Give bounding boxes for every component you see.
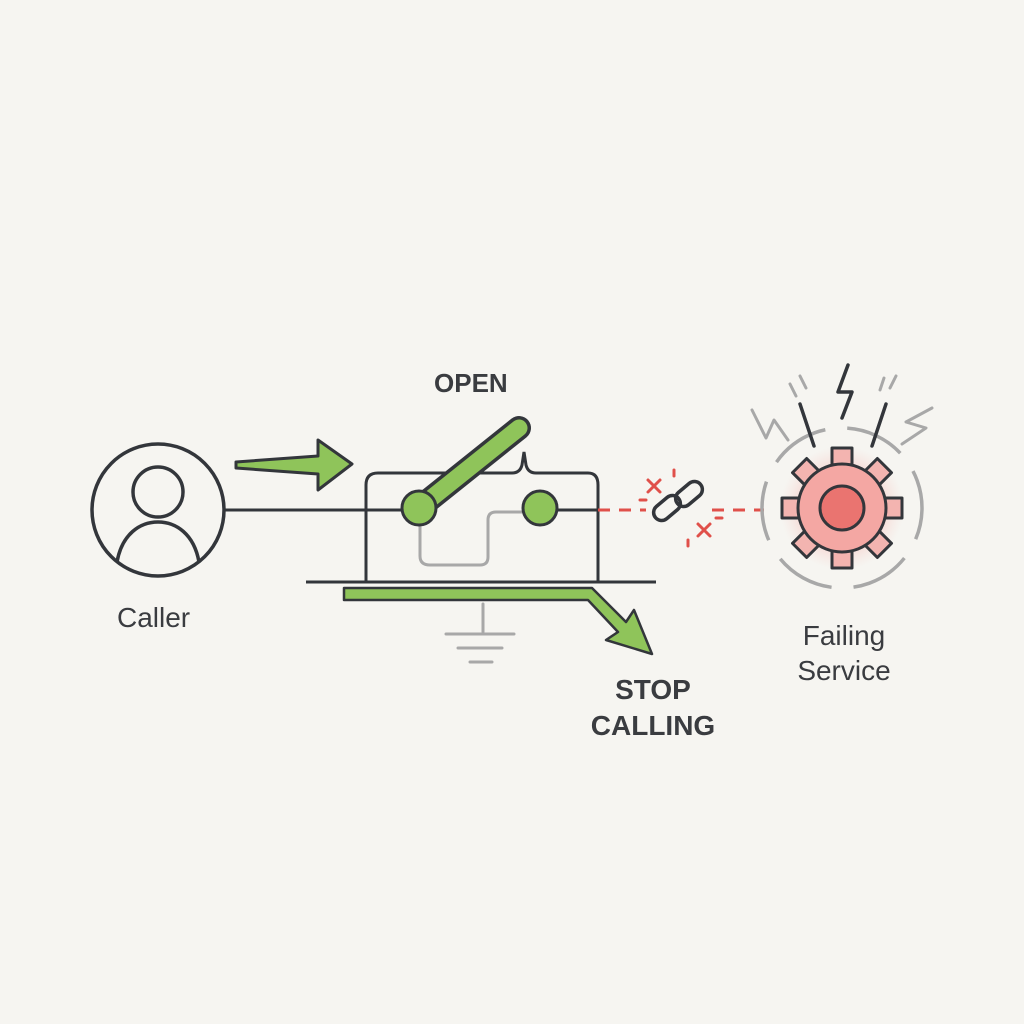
failing-service-line-1: Failing xyxy=(802,620,886,651)
breaker-state-label: OPEN xyxy=(434,368,508,398)
failing-service-line-2: Service xyxy=(797,655,891,686)
lightning-bolt-icon xyxy=(798,363,888,448)
broken-chain-icon xyxy=(638,468,724,548)
user-icon xyxy=(90,442,226,578)
gear-icon xyxy=(780,446,904,570)
circuit-breaker-switch-icon xyxy=(364,416,600,582)
stop-calling-line-1: STOP xyxy=(615,674,691,705)
caller-label: Caller xyxy=(117,602,191,633)
alert-sparks xyxy=(750,374,934,446)
failing-service-node xyxy=(760,426,924,590)
stop-calling-label: STOP CALLING xyxy=(583,672,723,744)
request-arrow xyxy=(234,438,354,492)
failing-service-label: Failing Service xyxy=(780,618,908,688)
ground-symbol-icon xyxy=(444,602,516,664)
stop-calling-line-2: CALLING xyxy=(590,710,716,741)
stop-calling-arrow xyxy=(342,586,654,656)
